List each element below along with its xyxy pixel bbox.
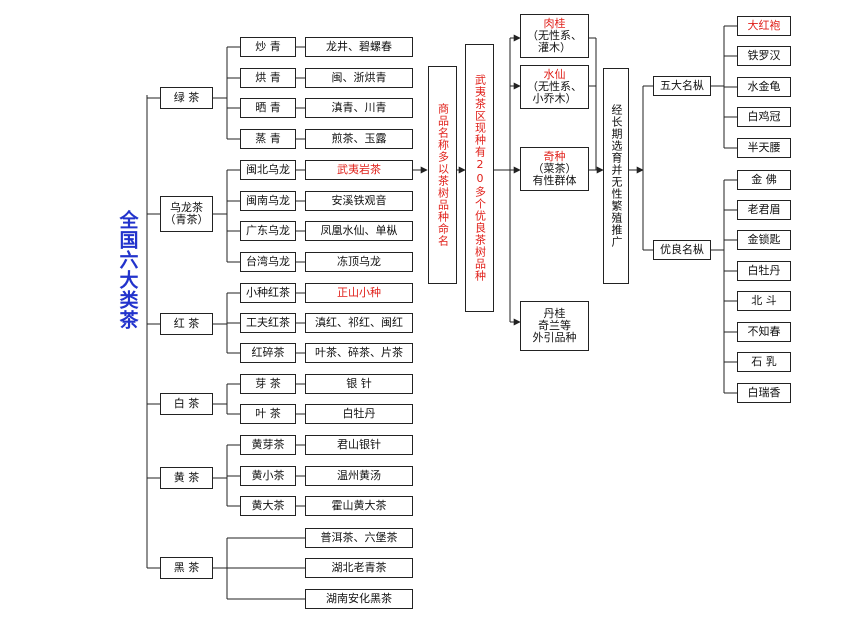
example-box: 银 针 [305,374,413,394]
example-box: 煎茶、玉露 [305,129,413,149]
example-box: 温州黄汤 [305,466,413,486]
variety-line: 有性群体 [532,174,577,187]
category-green-tea: 绿 茶 [160,87,213,109]
example-box: 闽、浙烘青 [305,68,413,88]
naming-note: 商品名称多以茶树品种命名 [428,66,457,284]
famous-five-item: 半天腰 [737,138,791,158]
subtype-box: 芽 茶 [240,374,296,394]
variety-qizhong: 奇种 （菜茶） 有性群体 [520,147,589,191]
category-oolong-tea: 乌龙茶 （青茶） [160,196,213,232]
subtype-box: 广东乌龙 [240,221,296,241]
group-famous-five: 五大名枞 [653,76,711,96]
example-box: 滇红、祁红、闽红 [305,313,413,333]
variety-line: （无性系、 [527,80,582,93]
variety-line: 小乔木） [532,92,577,105]
subtype-box: 闽南乌龙 [240,191,296,211]
category-dark-tea: 黑 茶 [160,557,213,579]
category-black-tea: 红 茶 [160,313,213,335]
example-box: 湖南安化黑茶 [305,589,413,609]
subtype-box: 蒸 青 [240,129,296,149]
example-box-highlight: 武夷岩茶 [305,160,413,180]
subtype-box: 台湾乌龙 [240,252,296,272]
example-box-highlight: 正山小种 [305,283,413,303]
fine-cultivar-item: 白瑞香 [737,383,791,403]
famous-five-item: 白鸡冠 [737,107,791,127]
fine-cultivar-item: 北 斗 [737,291,791,311]
variety-line: 肉桂 [543,17,566,30]
example-box: 龙井、碧螺春 [305,37,413,57]
famous-five-item: 铁罗汉 [737,46,791,66]
subtype-box: 炒 青 [240,37,296,57]
fine-cultivar-item: 老君眉 [737,200,791,220]
category-white-tea: 白 茶 [160,393,213,415]
subtype-box: 叶 茶 [240,404,296,424]
subtype-box: 工夫红茶 [240,313,296,333]
example-box: 普洱茶、六堡茶 [305,528,413,548]
variety-shuixian: 水仙 （无性系、 小乔木） [520,65,589,109]
diagram-title: 全国六大类茶 [116,210,139,330]
subtype-box: 烘 青 [240,68,296,88]
example-box: 君山银针 [305,435,413,455]
example-box: 湖北老青茶 [305,558,413,578]
example-box: 安溪铁观音 [305,191,413,211]
subtype-box: 闽北乌龙 [240,160,296,180]
subtype-box: 黄大茶 [240,496,296,516]
group-fine-cultivars: 优良名枞 [653,240,711,260]
example-box: 滇青、川青 [305,98,413,118]
variety-line: （菜茶） [532,162,577,175]
fine-cultivar-item: 金锁匙 [737,230,791,250]
variety-line: 奇种 [543,150,566,163]
fine-cultivar-item: 石 乳 [737,352,791,372]
famous-five-item: 大红袍 [737,16,791,36]
fine-cultivar-item: 金 佛 [737,170,791,190]
example-box: 冻顶乌龙 [305,252,413,272]
fine-cultivar-item: 不知春 [737,322,791,342]
subtype-box: 小种红茶 [240,283,296,303]
wuyi-note: 武夷茶区现种有20多个优良茶树品种 [465,44,494,312]
example-box: 白牡丹 [305,404,413,424]
process-note: 经长期选育并无性繁殖推广 [603,68,629,284]
variety-line: 灌木） [538,41,571,54]
variety-rougui: 肉桂 （无性系、 灌木） [520,14,589,58]
subtype-box: 晒 青 [240,98,296,118]
example-box: 叶茶、碎茶、片茶 [305,343,413,363]
example-box: 霍山黄大茶 [305,496,413,516]
subtype-box: 黄芽茶 [240,435,296,455]
example-box: 凤凰水仙、单枞 [305,221,413,241]
subtype-box: 黄小茶 [240,466,296,486]
category-yellow-tea: 黄 茶 [160,467,213,489]
variety-line: 水仙 [543,68,566,81]
subtype-box: 红碎茶 [240,343,296,363]
famous-five-item: 水金龟 [737,77,791,97]
variety-dangui: 丹桂 奇兰等 外引品种 [520,301,589,351]
fine-cultivar-item: 白牡丹 [737,261,791,281]
variety-line: （无性系、 [527,29,582,42]
